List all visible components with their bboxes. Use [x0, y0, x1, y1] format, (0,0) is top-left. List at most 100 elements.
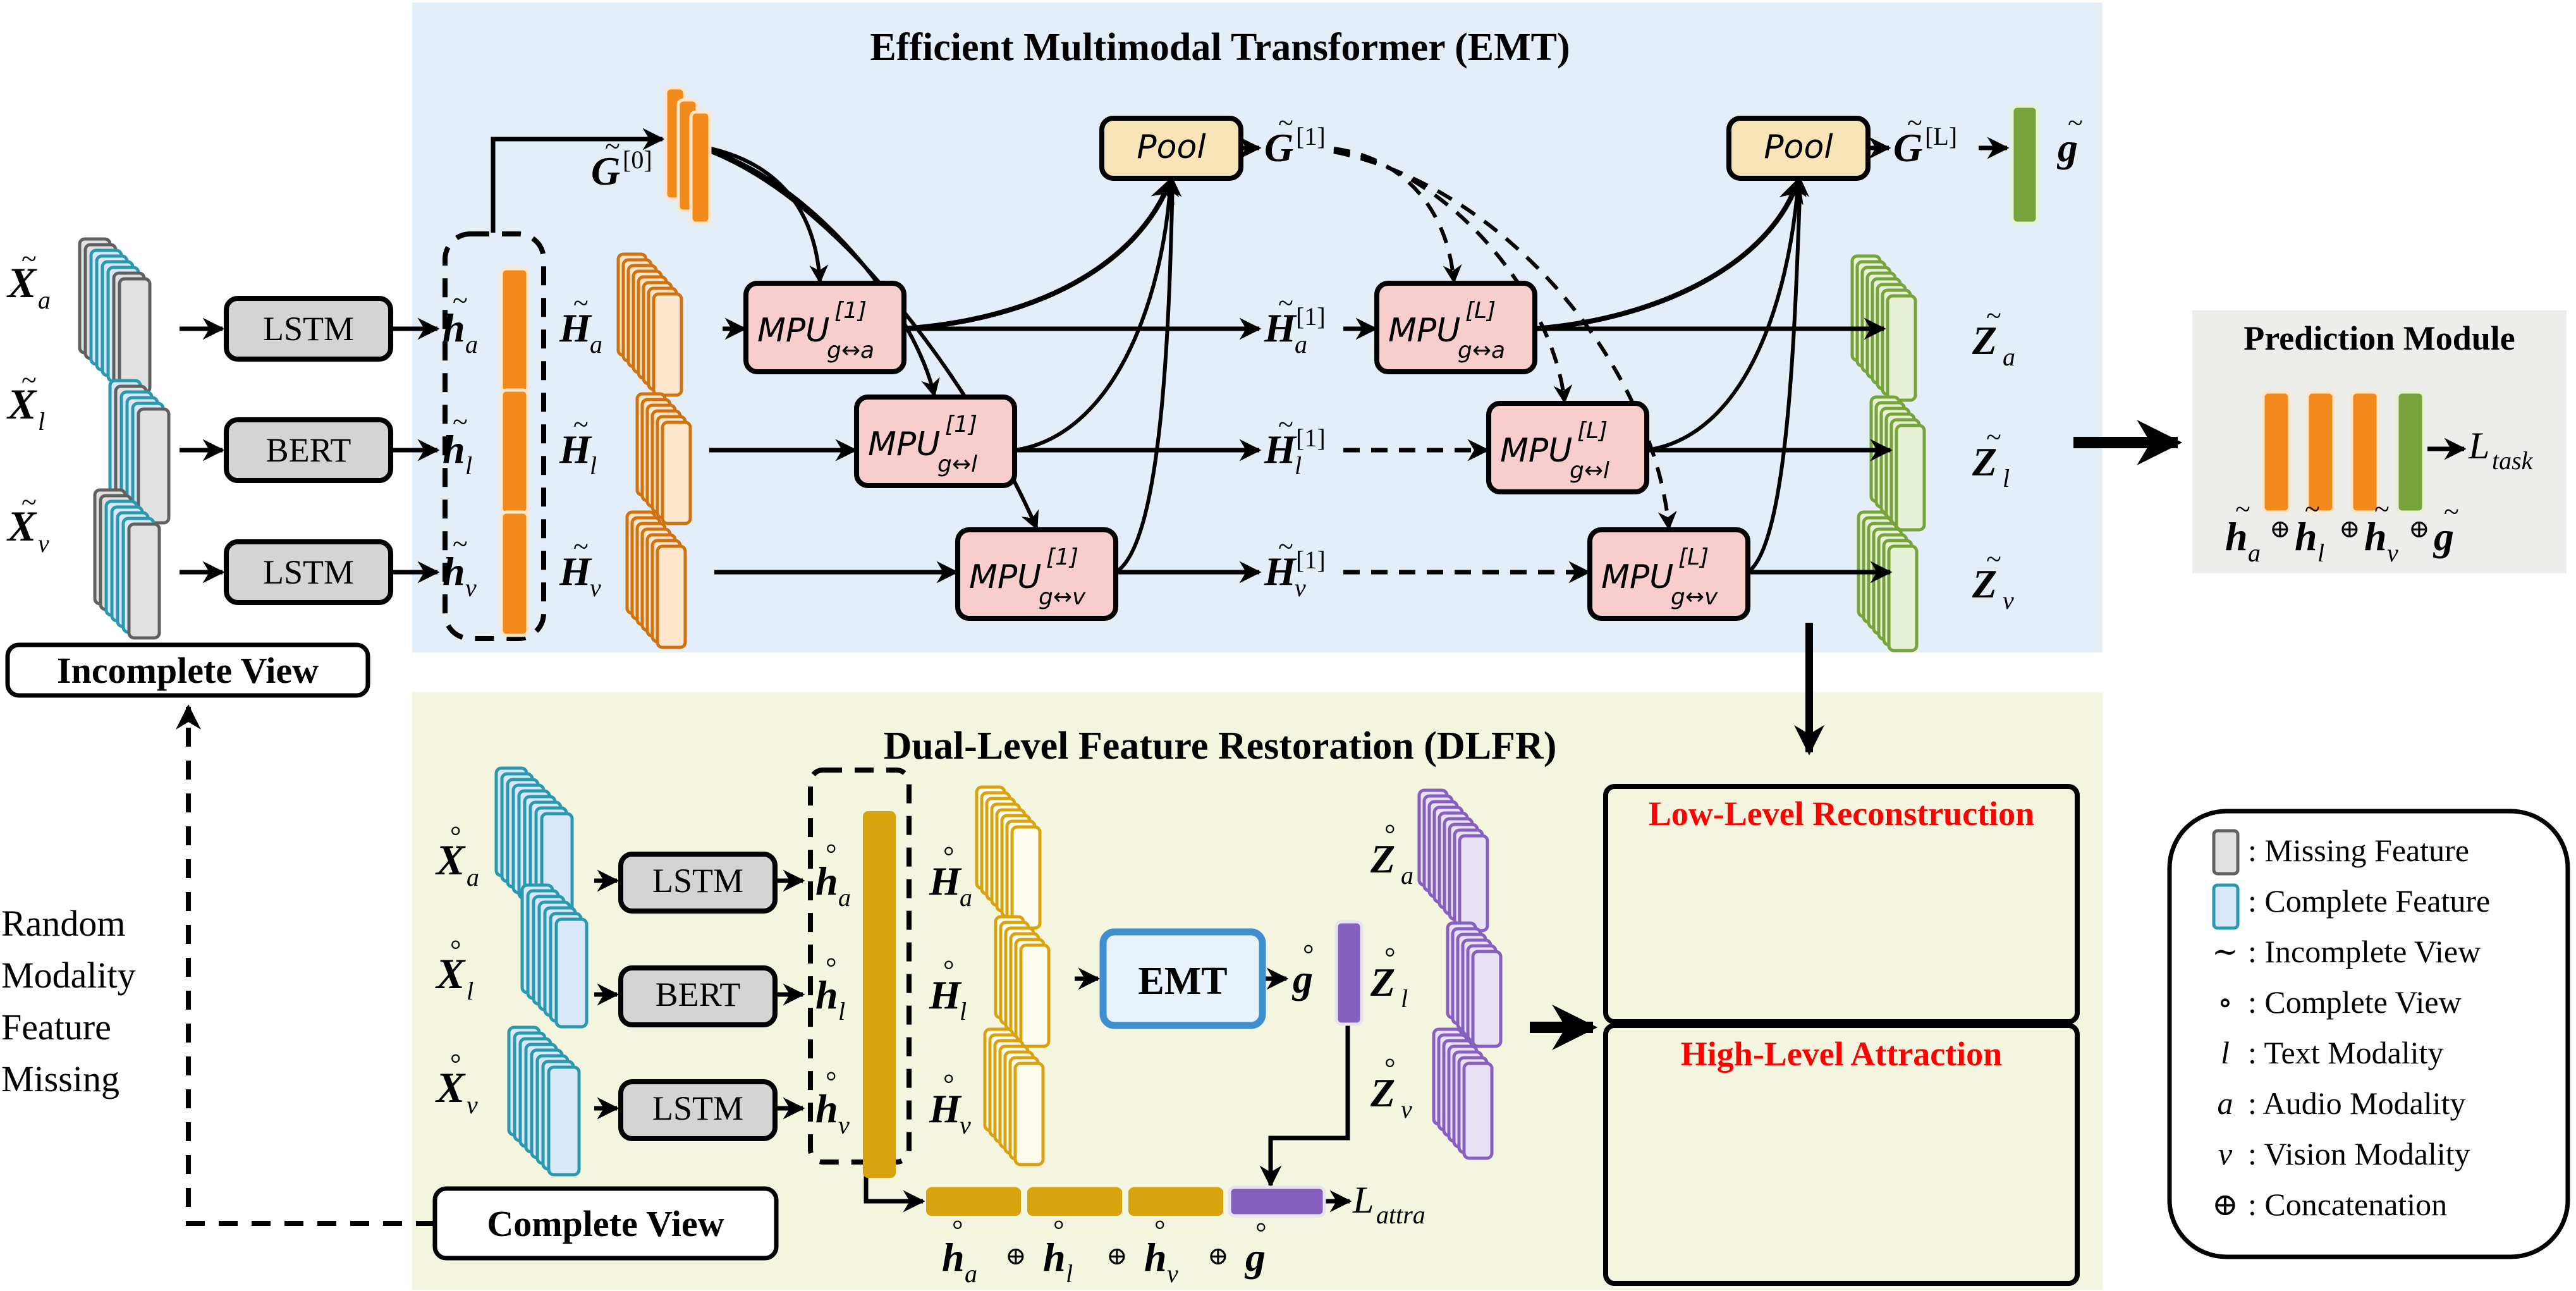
mpu-layer1-l-label: MPU — [868, 425, 940, 463]
complete-input-l: X°l — [435, 934, 473, 1005]
random-missing-line: Missing — [1, 1058, 119, 1099]
legend-item: ⊕: Concatenation — [2212, 1187, 2447, 1222]
complete-hidden-l-symbol: h — [815, 972, 838, 1017]
mpu-layer1-v-subscript: g↔v — [1039, 584, 1086, 610]
legend-item: l: Text Modality — [2221, 1035, 2443, 1070]
encoder-label: BERT — [656, 976, 741, 1013]
z-stack-a — [1850, 254, 1917, 402]
complete-z-l-symbol: Z — [1370, 960, 1395, 1005]
mpu-layerL-a-superscript: [L] — [1465, 298, 1496, 324]
mpu-layerL-l-superscript: [L] — [1577, 418, 1608, 444]
h1-a: H~a[1] — [1264, 288, 1326, 358]
seq-v: H~v — [559, 531, 601, 602]
ring-accent: ° — [450, 934, 461, 965]
incomplete-input-l-subscript: l — [38, 407, 45, 436]
g0-label: G~[0] — [591, 131, 652, 193]
complete-hidden-bar-v — [863, 1039, 896, 1178]
legend-item: : Complete Feature — [2212, 883, 2490, 930]
legend-symbol-icon: ∼ — [2212, 934, 2238, 969]
tilde-accent: ~ — [21, 365, 37, 396]
legend-label: : Missing Feature — [2248, 833, 2469, 868]
seq-stack-v — [625, 510, 687, 649]
encoder-label: LSTM — [652, 862, 743, 900]
complete-input-stack-audio — [494, 766, 574, 923]
hidden-l-symbol: h — [443, 427, 465, 472]
g1-to-mpuL-l-arrow — [1333, 149, 1573, 404]
z-stack-a-frame — [1886, 294, 1917, 402]
concat-label-g: g° — [1244, 1217, 1267, 1280]
legend-symbol-icon: a — [2218, 1086, 2233, 1121]
prediction-formula-h: h~a — [2225, 494, 2261, 567]
g0-label-superscript: [0] — [623, 145, 652, 174]
tilde-accent: ~ — [1278, 409, 1293, 440]
h1-v-symbol: H — [1264, 549, 1297, 594]
z-tilde-v: Z~v — [1972, 544, 2014, 615]
complete-z-a-symbol: Z — [1370, 836, 1395, 881]
ring-accent: ° — [826, 838, 837, 869]
prediction-formula-h-symbol: h — [2225, 514, 2248, 559]
complete-hidden-a-subscript: a — [838, 883, 851, 912]
legend-item: : Missing Feature — [2212, 829, 2469, 876]
missing-dashed-arrow — [176, 704, 435, 1226]
mpu-v-to-pool-arrow — [1114, 178, 1182, 574]
g1-label-superscript: [1] — [1296, 122, 1326, 150]
incomplete-input-v-symbol: X — [6, 502, 37, 550]
tilde-accent: ~ — [573, 288, 589, 319]
mpu-layerL-l-label: MPU — [1500, 432, 1572, 470]
z-tilde-a: Z~a — [1972, 300, 2015, 371]
g-to-concat-arrow — [1259, 1025, 1350, 1188]
incomplete-input-v-subscript: v — [38, 529, 49, 558]
concat-label-h: h°l — [1043, 1215, 1073, 1288]
pool-layer1-box — [1099, 116, 1243, 181]
concat-symbol: ⊕ — [1005, 1242, 1027, 1270]
encoder-lstm-box — [224, 539, 393, 605]
emt-title: Efficient Multimodal Transformer (EMT) — [870, 26, 1570, 69]
complete-input-v-symbol: X — [435, 1063, 466, 1111]
z-stack-l-frame — [1895, 424, 1926, 532]
tilde-accent: ~ — [2444, 496, 2459, 527]
mpu-layerL-v-label: MPU — [1601, 558, 1673, 596]
mpu-layer1-l — [854, 395, 1017, 488]
complete-seq-stack-l-frame — [1019, 943, 1051, 1048]
encoder-lstm-box — [618, 1079, 778, 1141]
mpu-layerL-a-subscript: g↔a — [1458, 338, 1505, 364]
seq-stack-l-frame — [661, 420, 692, 525]
legend-symbol-icon: ∘ — [2218, 984, 2233, 1020]
tilde-accent: ~ — [1986, 544, 2001, 575]
tilde-accent: ~ — [453, 529, 468, 560]
ring-accent: ° — [826, 952, 837, 983]
tilde-accent: ~ — [1986, 300, 2001, 331]
mpu-layer1-l-subscript: g↔l — [937, 451, 977, 477]
seq-l-symbol: H — [559, 427, 592, 472]
complete-seq-stack-l — [994, 915, 1051, 1048]
legend-symbol-icon: l — [2221, 1035, 2230, 1070]
ring-accent: ° — [1303, 939, 1314, 970]
complete-input-stack-text — [520, 883, 589, 1029]
complete-input-a-symbol: X — [435, 836, 466, 884]
mpu-layerL-l-subscript: g↔l — [1570, 458, 1609, 484]
legend-item: ∼: Incomplete View — [2212, 934, 2481, 969]
complete-seq-stack-v-frame — [1013, 1062, 1045, 1166]
prediction-formula-h-subscript: l — [2317, 539, 2324, 567]
g0-bar — [689, 110, 712, 225]
complete-z-l-subscript: l — [1401, 984, 1408, 1013]
ring-accent: ° — [952, 1215, 963, 1245]
gL-label: G~[L] — [1893, 107, 1957, 170]
incomplete-input-l-symbol: X — [6, 380, 37, 428]
ring-accent: ° — [1384, 1053, 1396, 1084]
complete-view-label: Complete View — [487, 1203, 724, 1244]
complete-g-label: g° — [1291, 939, 1314, 1001]
complete-z-stack-l-frame — [1471, 950, 1503, 1048]
hidden-bar-l — [499, 388, 530, 515]
complete-z-v: Z°v — [1370, 1053, 1412, 1123]
incomplete-input-stack-vision — [93, 488, 161, 640]
hidden-bar-a — [499, 267, 530, 394]
legend-symbol-icon: v — [2218, 1136, 2233, 1172]
h1-v-superscript: [1] — [1296, 546, 1326, 574]
prediction-formula-h-symbol: h — [2295, 514, 2317, 559]
complete-z-v-symbol: Z — [1370, 1070, 1395, 1115]
legend-item: v: Vision Modality — [2218, 1136, 2470, 1172]
complete-input-stack-vision — [507, 1025, 581, 1177]
random-missing-line: Feature — [1, 1006, 111, 1048]
complete-seq-stack-a — [975, 785, 1042, 930]
